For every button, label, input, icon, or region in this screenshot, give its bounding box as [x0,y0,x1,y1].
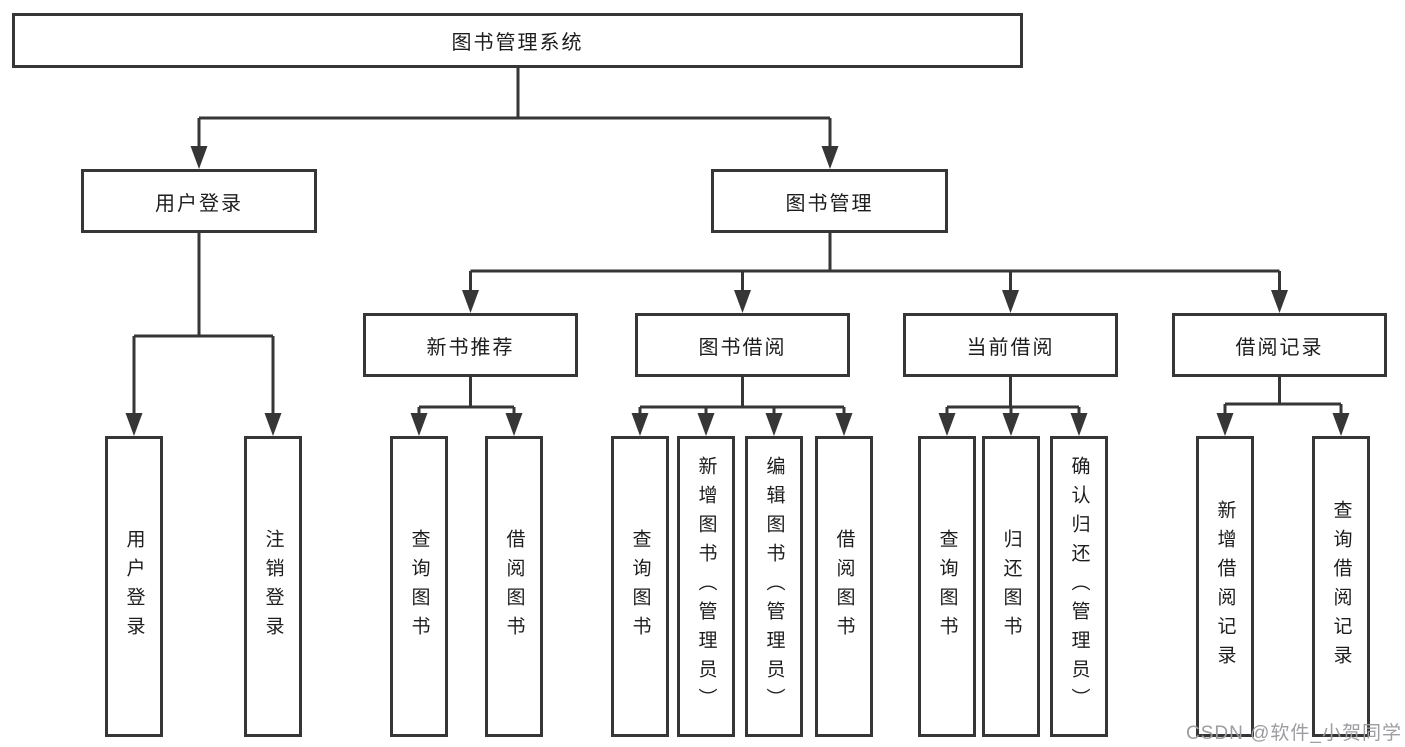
leaf-add-books-admin: 新增图书（管理员） [677,436,735,737]
node-book-management-label: 图书管理 [785,192,874,215]
node-current-borrow-label: 当前借阅 [966,336,1055,359]
leaf-query-borrow-record-label: 查询借阅记录 [1330,499,1352,674]
node-new-book-recommend: 新书推荐 [363,313,578,377]
leaf-confirm-return-admin: 确认归还（管理员） [1050,436,1108,737]
leaf-return-books: 归还图书 [982,436,1040,737]
leaf-user-login: 用户登录 [105,436,163,737]
leaf-add-books-admin-label: 新增图书（管理员） [695,456,717,717]
leaf-query-books-3-label: 查询图书 [936,528,958,645]
node-root-system: 图书管理系统 [12,13,1023,68]
leaf-query-books-2: 查询图书 [611,436,669,737]
node-user-login: 用户登录 [81,169,317,233]
leaf-add-borrow-record: 新增借阅记录 [1196,436,1254,737]
leaf-return-books-label: 归还图书 [1000,528,1022,645]
leaf-query-books-3: 查询图书 [918,436,976,737]
leaf-borrow-books-1-label: 借阅图书 [503,528,525,645]
watermark: CSDN @软件_小贺同学 [1186,723,1402,744]
leaf-borrow-books-1: 借阅图书 [485,436,543,737]
arrowheads [125,146,1350,436]
leaf-edit-books-admin: 编辑图书（管理员） [745,436,803,737]
leaf-user-login-label: 用户登录 [123,528,145,645]
node-book-borrow: 图书借阅 [635,313,850,377]
leaf-query-books-1-label: 查询图书 [408,528,430,645]
node-book-borrow-label: 图书借阅 [698,336,787,359]
leaf-logout-label: 注销登录 [262,528,284,645]
node-current-borrow: 当前借阅 [903,313,1118,377]
node-user-login-label: 用户登录 [155,192,243,215]
node-new-book-recommend-label: 新书推荐 [426,336,515,359]
node-borrow-records: 借阅记录 [1172,313,1387,377]
leaf-add-borrow-record-label: 新增借阅记录 [1214,499,1236,674]
leaf-confirm-return-admin-label: 确认归还（管理员） [1068,456,1090,717]
leaf-logout: 注销登录 [244,436,302,737]
leaf-query-borrow-record: 查询借阅记录 [1312,436,1370,737]
node-book-management: 图书管理 [711,169,948,233]
leaf-edit-books-admin-label: 编辑图书（管理员） [763,456,785,717]
node-root-label: 图书管理系统 [451,32,584,54]
leaf-borrow-books-2: 借阅图书 [815,436,873,737]
leaf-query-books-2-label: 查询图书 [629,528,651,645]
leaf-query-books-1: 查询图书 [390,436,448,737]
connector-lines [132,68,1343,414]
node-borrow-records-label: 借阅记录 [1235,336,1324,359]
leaf-borrow-books-2-label: 借阅图书 [833,528,855,645]
